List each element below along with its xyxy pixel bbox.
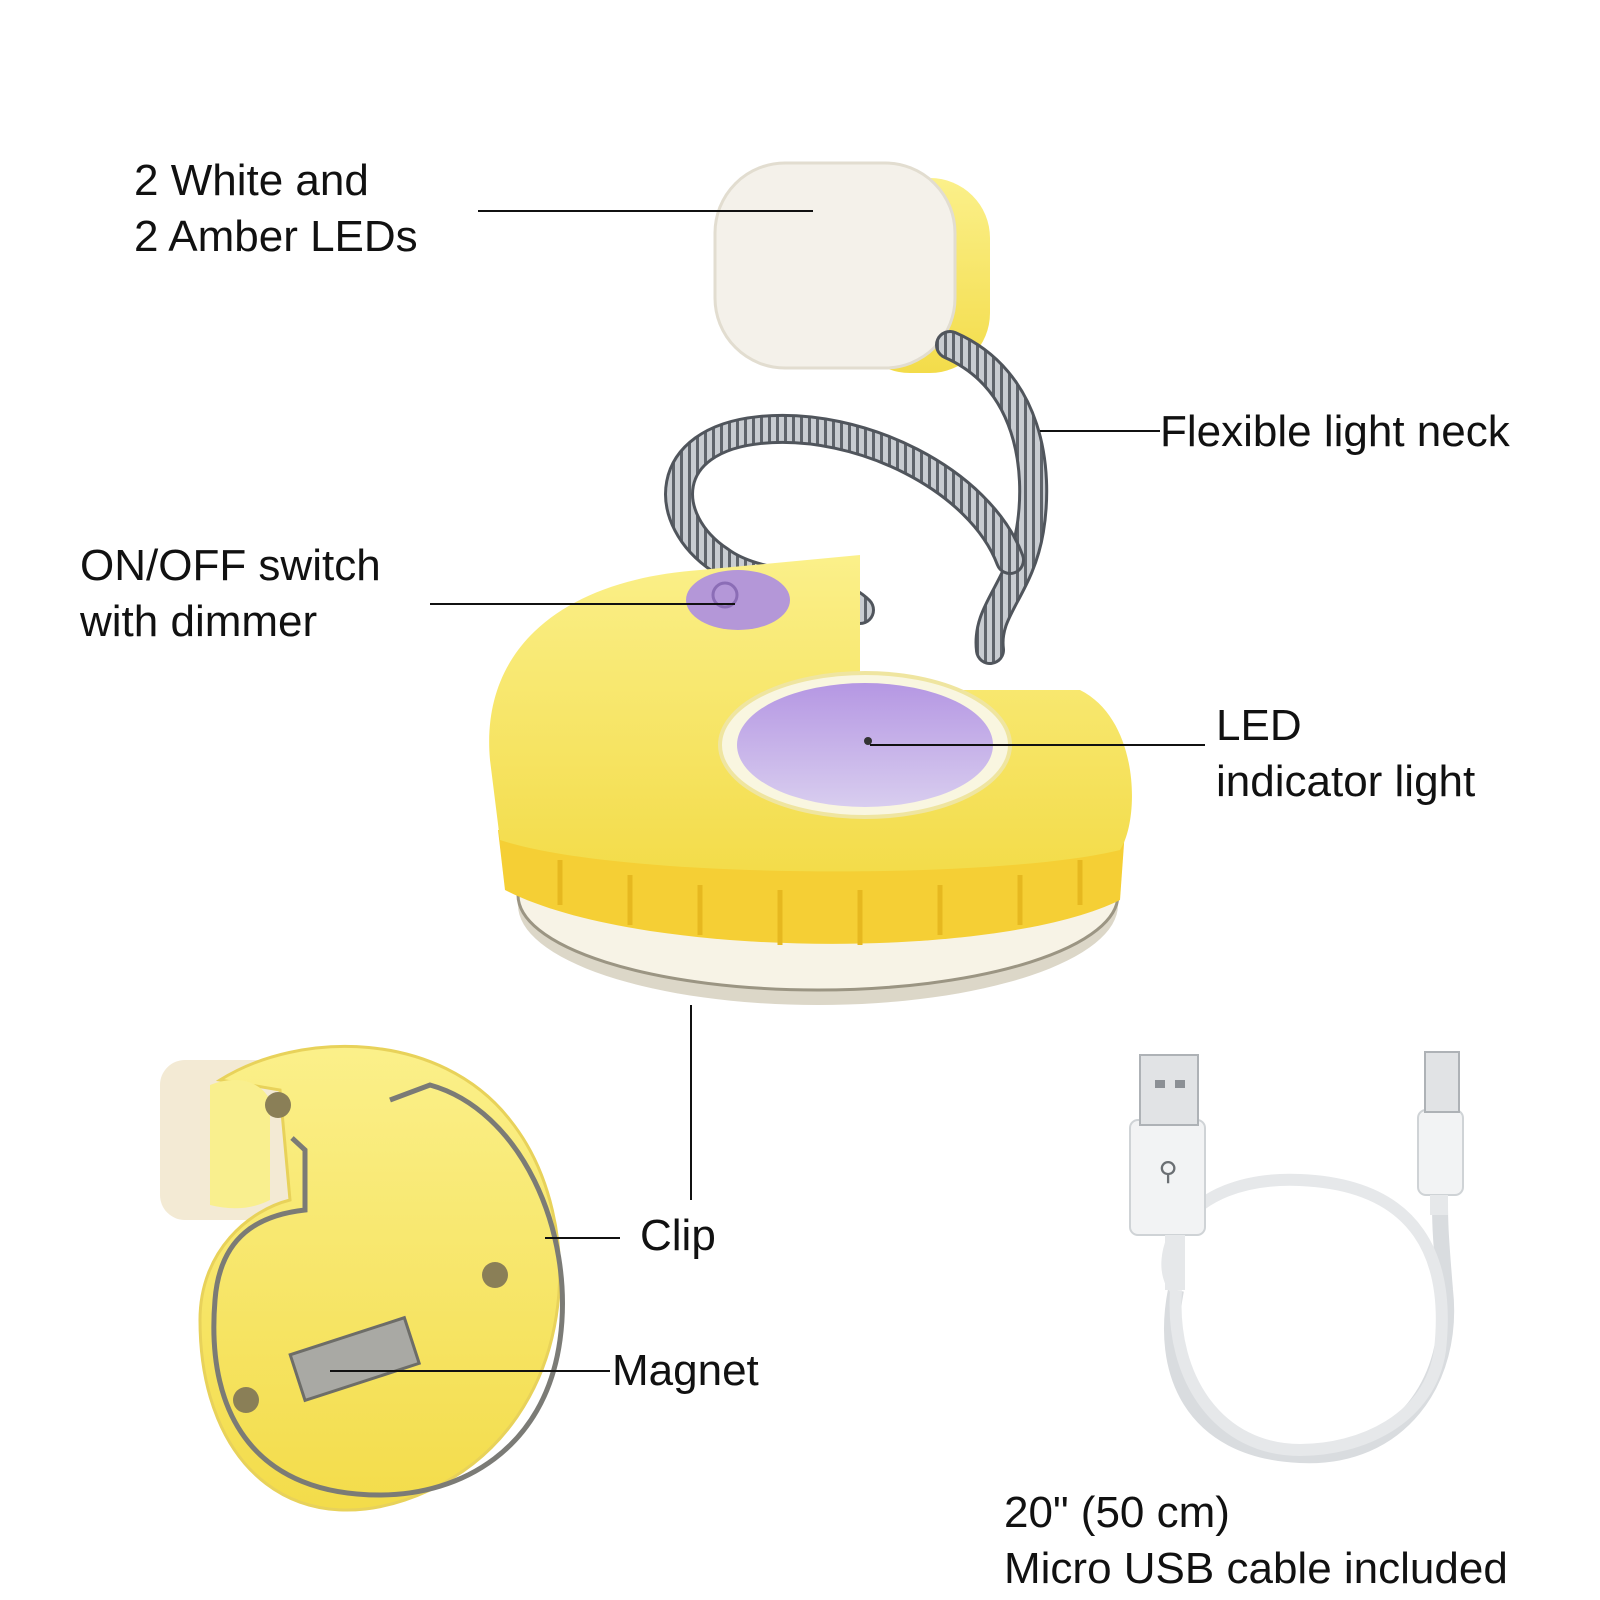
- label-leds-line2: 2 Amber LEDs: [134, 212, 418, 261]
- label-leds: 2 White and 2 Amber LEDs: [134, 153, 418, 265]
- clip-back-view: [160, 1044, 565, 1512]
- clip-body: [489, 555, 1132, 1005]
- leader-indicator: [870, 744, 1205, 746]
- label-switch-line1: ON/OFF switch: [80, 541, 381, 590]
- label-cable-line1: 20" (50 cm): [1004, 1488, 1230, 1537]
- label-indicator-line2: indicator light: [1216, 757, 1476, 806]
- label-magnet-line1: Magnet: [612, 1346, 759, 1395]
- label-indicator: LED indicator light: [1216, 698, 1475, 810]
- label-neck: Flexible light neck: [1160, 404, 1510, 460]
- label-magnet: Magnet: [612, 1343, 759, 1399]
- usb-cable: ⚲: [1129, 1051, 1464, 1464]
- power-button: [686, 570, 790, 630]
- svg-text:⚲: ⚲: [1158, 1157, 1177, 1187]
- label-indicator-line1: LED: [1216, 701, 1302, 750]
- leader-clip-vertical: [690, 1005, 692, 1200]
- label-clip: Clip: [640, 1208, 716, 1264]
- label-switch-line2: with dimmer: [80, 597, 318, 646]
- label-cable-line2: Micro USB cable included: [1004, 1544, 1508, 1593]
- leader-switch: [430, 603, 735, 605]
- label-leds-line1: 2 White and: [134, 156, 369, 205]
- leader-neck: [1040, 430, 1160, 432]
- led-head: [713, 161, 990, 373]
- label-cable: 20" (50 cm) Micro USB cable included: [1004, 1485, 1508, 1597]
- leader-clip: [545, 1237, 620, 1239]
- leader-magnet: [330, 1370, 610, 1372]
- leader-leds: [478, 210, 813, 212]
- label-switch: ON/OFF switch with dimmer: [80, 538, 381, 650]
- label-clip-line1: Clip: [640, 1211, 716, 1260]
- label-neck-line1: Flexible light neck: [1160, 407, 1510, 456]
